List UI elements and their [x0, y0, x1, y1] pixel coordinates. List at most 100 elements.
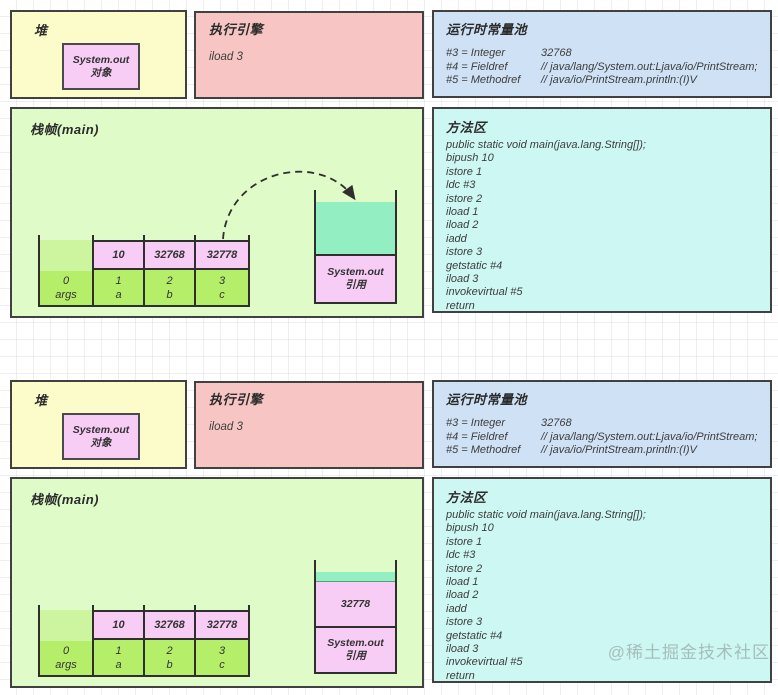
heap-title: 堆: [34, 23, 48, 38]
divider-tick: [143, 605, 145, 610]
slot-index: 0: [62, 645, 70, 657]
system-out-object-line1: System.out: [72, 53, 130, 66]
constant-index: #5 = Methodref: [446, 74, 521, 86]
slot-label: 1 a: [94, 270, 143, 305]
bytecode-line: bipush 10: [446, 522, 494, 535]
bytecode-line: iload 3: [446, 643, 479, 656]
system-out-object-line2: 对象: [90, 66, 112, 79]
constant-pool-entry: #5 = Methodref // java/io/PrintStream.pr…: [446, 444, 770, 458]
slot-name: a: [115, 658, 122, 671]
ref-line1: System.out: [327, 266, 384, 278]
local-var-slot-2: 32768 2 b: [145, 610, 196, 675]
slot-index: 3: [218, 274, 226, 287]
slot-value: 10: [94, 610, 143, 640]
local-var-slot-2: 32768 2 b: [145, 240, 196, 305]
constant-pool-entry: #3 = Integer 32768: [446, 47, 770, 61]
runtime-constant-pool-box: 运行时常量池 #3 = Integer 32768 #4 = Fieldref …: [432, 10, 772, 98]
ref-line2: 引用: [345, 650, 366, 662]
bytecode-line: istore 3: [446, 616, 483, 629]
operand-stack-incoming-slot: [316, 202, 395, 254]
bytecode-line: return: [446, 669, 475, 682]
bytecode-line: public static void main(java.lang.String…: [446, 509, 646, 521]
ref-line1: System.out: [327, 637, 384, 649]
bytecode-line: iadd: [446, 602, 467, 615]
operand-stack-content: 32778 System.out 引用: [316, 572, 395, 672]
bytecode-line: iload 2: [446, 219, 479, 232]
local-var-slot-3: 32778 3 c: [196, 240, 248, 305]
constant-value: 32768: [541, 47, 572, 59]
constant-pool-entry: #4 = Fieldref // java/lang/System.out:Lj…: [446, 61, 770, 75]
slot-name: b: [166, 658, 173, 671]
current-instruction: iload 3: [209, 421, 243, 433]
execution-engine-title: 执行引擎: [209, 392, 264, 407]
divider-tick: [143, 235, 145, 240]
constant-pool-entry: #5 = Methodref // java/io/PrintStream.pr…: [446, 74, 770, 88]
local-variable-table: 0 args 10 1 a 32768 2 b: [38, 605, 250, 677]
bytecode-line: istore 1: [446, 165, 483, 178]
bytecode-line: iload 2: [446, 589, 479, 602]
watermark: @稀土掘金技术社区: [607, 643, 770, 662]
slot-label: 2 b: [145, 640, 194, 675]
ref-line2: 引用: [345, 279, 366, 291]
slot-name: args: [55, 659, 77, 671]
execution-engine-box: 执行引擎 iload 3: [194, 381, 424, 469]
slot-value: 32768: [145, 610, 194, 640]
bytecode-line: iload 1: [446, 206, 479, 219]
bytecode-line: iload 3: [446, 273, 479, 286]
operand-stack: 32778 System.out 引用: [314, 560, 397, 674]
local-var-slot-0: 0 args: [40, 240, 94, 305]
constant-index: #4 = Fieldref: [446, 430, 508, 443]
constant-pool-entry: #4 = Fieldref // java/lang/System.out:Lj…: [446, 431, 770, 445]
local-var-slot-1: 10 1 a: [94, 240, 145, 305]
slot-name: a: [115, 288, 122, 301]
constant-index: #3 = Integer: [446, 47, 506, 59]
constant-value: // java/lang/System.out:Ljava/io/PrintSt…: [541, 430, 758, 443]
slot-label: 3 c: [196, 270, 248, 305]
bytecode-line: istore 1: [446, 535, 483, 548]
constant-index: #5 = Methodref: [446, 444, 521, 456]
divider-tick: [194, 605, 196, 610]
stack-frame-title: 栈帧(main): [30, 122, 100, 137]
bytecode-listing: public static void main(java.lang.String…: [446, 139, 770, 313]
slot-label: 3 c: [196, 640, 248, 675]
constant-value: 32768: [541, 417, 572, 429]
slot-index: 0: [62, 275, 70, 287]
slot-label: 2 b: [145, 270, 194, 305]
slot-index: 1: [115, 274, 122, 287]
slot-index: 2: [166, 644, 173, 657]
operand-stack-content: System.out 引用: [316, 202, 395, 302]
slot-index: 1: [115, 644, 122, 657]
system-out-object-box: System.out 对象: [62, 413, 140, 460]
slot-index: 3: [218, 644, 226, 657]
execution-engine-box: 执行引擎 iload 3: [194, 11, 424, 99]
current-instruction: iload 3: [209, 51, 243, 63]
operand-stack-free-space: [316, 572, 395, 581]
stack-frame-title: 栈帧(main): [30, 492, 100, 507]
bytecode-line: iload 1: [446, 576, 479, 589]
bytecode-line: bipush 10: [446, 152, 494, 165]
constant-pool-entries: #3 = Integer 32768 #4 = Fieldref // java…: [446, 47, 770, 88]
operand-stack-value-cell: 32778: [316, 581, 395, 626]
slot-name: args: [55, 289, 77, 301]
operand-stack: System.out 引用: [314, 190, 397, 304]
method-area-box: 方法区 public static void main(java.lang.St…: [432, 477, 772, 683]
slot-index: 2: [166, 274, 173, 287]
method-area-title: 方法区: [446, 120, 487, 135]
local-variable-table: 0 args 10 1 a 32768 2 b: [38, 235, 250, 307]
constant-pool-entries: #3 = Integer 32768 #4 = Fieldref // java…: [446, 417, 770, 458]
local-variable-cells: 0 args 10 1 a 32768 2 b: [40, 610, 248, 675]
bytecode-line: invokevirtual #5: [446, 286, 523, 299]
heap-box: 堆 System.out 对象: [10, 10, 187, 99]
bytecode-line: istore 3: [446, 246, 483, 259]
heap-title: 堆: [34, 393, 48, 408]
divider-tick: [92, 235, 94, 240]
local-var-slot-0: 0 args: [40, 610, 94, 675]
jvm-state-step-2: 堆 System.out 对象 执行引擎 iload 3 运行时常量池 #3 =…: [0, 380, 778, 688]
bytecode-line: istore 2: [446, 562, 483, 575]
bytecode-line: iadd: [446, 232, 467, 245]
bytecode-line: getstatic #4: [446, 259, 503, 272]
bytecode-line: return: [446, 299, 475, 312]
slot-value: 32778: [196, 610, 248, 640]
bytecode-line: invokevirtual #5: [446, 656, 523, 669]
